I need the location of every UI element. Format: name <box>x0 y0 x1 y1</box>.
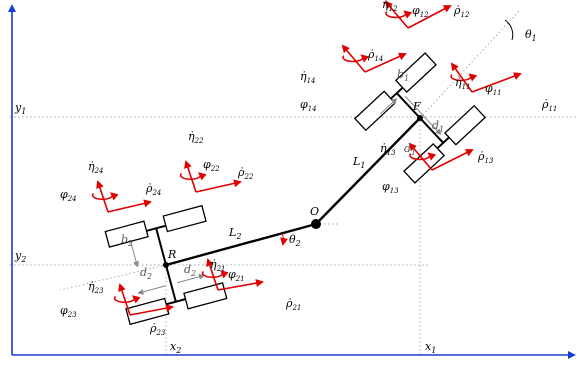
labels: O F R L1 L2 x1 x2 y1 y2 θ1 θ2 b1 b2 d1 d… <box>14 28 537 355</box>
theta1-arc <box>504 19 514 41</box>
label-phi-11: φ11 <box>485 82 502 97</box>
label-rho-12: ρ̇12 <box>453 4 470 19</box>
wheel-12-body <box>353 90 396 132</box>
label-y1: y1 <box>14 101 26 116</box>
label-phi-14: φ14 <box>300 98 317 113</box>
eta-11-arrow <box>450 62 473 93</box>
dimension-d2 <box>137 285 166 295</box>
label-eta-11: η̇11 <box>455 76 471 91</box>
label-rho-14: ρ̇14 <box>367 48 383 63</box>
label-L1: L1 <box>352 155 365 170</box>
label-theta2: θ2 <box>289 233 301 248</box>
label-b2: b2 <box>121 233 133 248</box>
eta-22-arrow <box>184 160 197 193</box>
phi-11-rotation <box>450 73 478 82</box>
rho-13-arrow <box>431 149 474 171</box>
rear-center-R <box>163 262 169 268</box>
label-x1: x1 <box>425 340 436 355</box>
label-phi-22: φ22 <box>203 158 220 173</box>
label-eta-12: η̇12 <box>382 0 398 13</box>
label-F: F <box>412 100 421 113</box>
label-rho-11: ρ̇11 <box>541 98 557 113</box>
label-theta1: θ1 <box>525 28 537 43</box>
front-center-F <box>417 115 423 121</box>
label-x2: x2 <box>170 340 181 355</box>
phi-12-rotation <box>385 10 413 19</box>
guide-lines <box>10 9 578 354</box>
front-heading-line <box>419 9 521 119</box>
dimension-d1 <box>404 95 442 136</box>
link-L1 <box>315 117 421 225</box>
wheel-11-body <box>394 52 437 93</box>
label-phi-21: φ21 <box>228 268 245 283</box>
label-eta-22: η̇22 <box>188 130 204 145</box>
label-phi-23: φ23 <box>60 304 77 319</box>
label-rho-22: ρ̇22 <box>237 166 254 181</box>
theta2-arc <box>280 232 289 246</box>
rho-11-arrow <box>471 72 522 93</box>
label-eta-21: η̇21 <box>210 258 226 273</box>
label-eta-24: η̇24 <box>88 160 104 175</box>
phi-24-rotation <box>91 192 119 201</box>
wheel-21-body <box>183 282 228 310</box>
label-eta-23: η̇23 <box>88 280 104 295</box>
wheel-labels: η̇12 φ12 ρ̇12 η̇14 φ14 ρ̇14 η̇11 φ11 ρ̇11 η̇13 φ13… <box>60 0 557 337</box>
wheel-24-body <box>104 220 149 248</box>
label-phi-12: φ12 <box>412 4 429 19</box>
hitch-point-O <box>311 219 321 229</box>
label-y2: y2 <box>14 249 26 264</box>
label-R: R <box>167 248 176 261</box>
label-rho-23: ρ̇23 <box>149 322 166 337</box>
rho-21-arrow <box>217 279 264 291</box>
rho-12-arrow <box>407 5 452 29</box>
label-rho-13: ρ̇13 <box>477 150 494 165</box>
label-d1: d1 <box>432 119 444 134</box>
phi-22-rotation <box>179 172 207 181</box>
rear-vehicle <box>104 204 228 326</box>
label-phi-13: φ13 <box>382 180 399 195</box>
eta-23-arrow <box>118 283 131 316</box>
label-O: O <box>310 205 319 218</box>
front-vehicle <box>353 52 487 184</box>
dimension-b2 <box>130 241 140 268</box>
label-d2: d2 <box>140 266 152 281</box>
rho-23-arrow <box>129 304 174 316</box>
eta-13-arrow <box>408 142 433 171</box>
phi-14-rotation <box>342 54 370 63</box>
label-eta-13: η̇13 <box>380 142 396 157</box>
rho-22-arrow <box>195 179 242 193</box>
label-d2-right: d2 <box>184 263 196 278</box>
label-b1: b1 <box>397 68 409 83</box>
eta-21-arrow <box>206 258 219 291</box>
phi-13-rotation <box>409 152 437 161</box>
label-eta-14: η̇14 <box>300 70 316 85</box>
rho-24-arrow <box>107 199 152 213</box>
dimension-b1 <box>380 98 398 115</box>
hitch-links <box>165 117 421 267</box>
link-L2 <box>165 222 317 267</box>
axes <box>8 4 576 359</box>
label-d1-lower: d1 <box>404 142 416 157</box>
eta-14-arrow <box>341 44 366 73</box>
wheel-22-body <box>162 204 207 233</box>
wheel-13-body <box>444 104 487 146</box>
wheel-vectors <box>91 0 522 316</box>
label-phi-24: φ24 <box>60 188 77 203</box>
label-L2: L2 <box>228 226 241 241</box>
phi-21-rotation <box>201 270 229 279</box>
label-rho-21: ρ̇21 <box>285 297 301 312</box>
eta-24-arrow <box>96 180 109 213</box>
phi-23-rotation <box>113 295 141 304</box>
rho-14-arrow <box>364 52 407 73</box>
label-rho-24: ρ̇24 <box>145 182 161 197</box>
eta-12-arrow <box>384 0 409 29</box>
